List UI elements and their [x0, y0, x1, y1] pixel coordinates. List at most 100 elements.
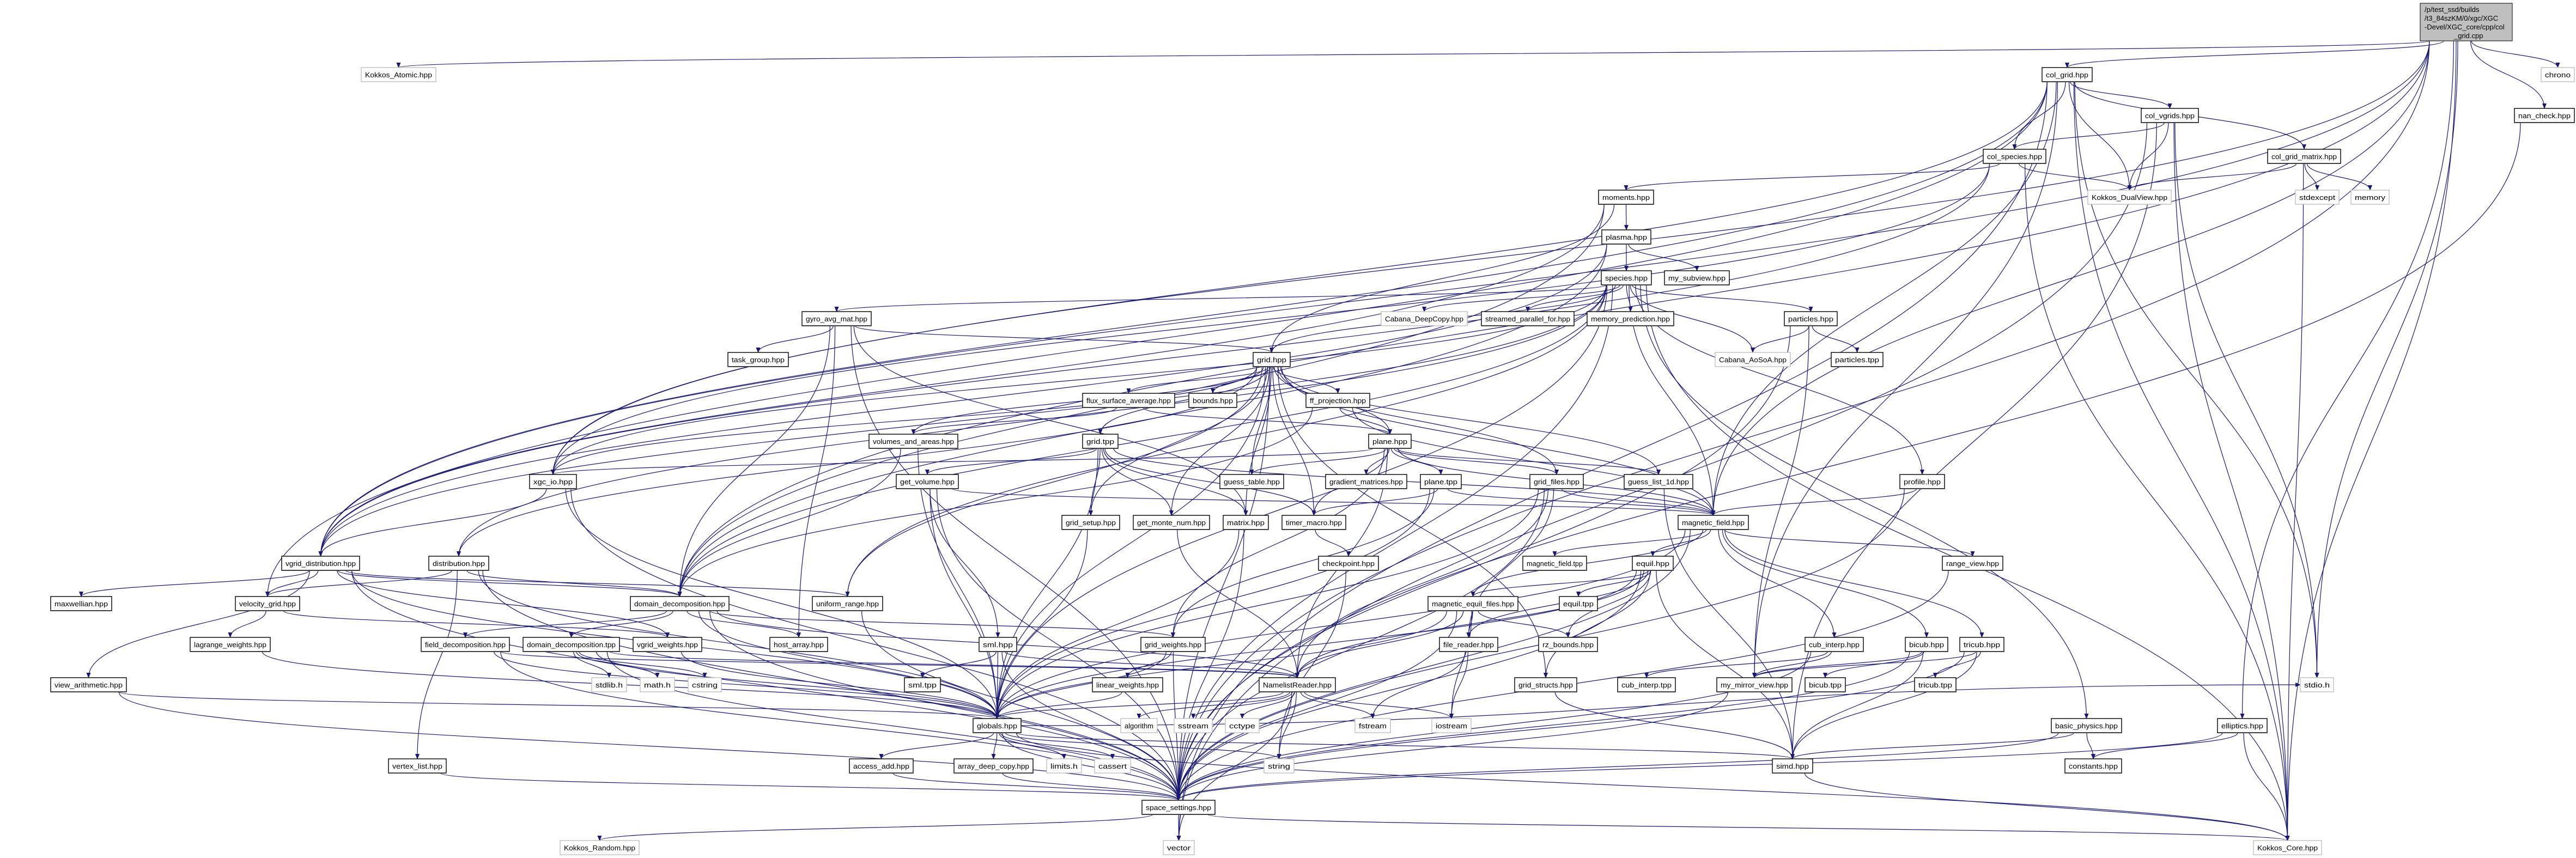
- node-gradient[interactable]: gradient_matrices.hpp: [1325, 474, 1407, 489]
- node-volumes[interactable]: volumes_and_areas.hpp: [868, 434, 958, 449]
- node-sml[interactable]: sml.hpp: [979, 637, 1017, 652]
- node-gridsetup[interactable]: grid_setup.hpp: [1061, 515, 1120, 530]
- node-equiltpp[interactable]: equil.tpp: [1559, 596, 1598, 611]
- edge-gyro-to-taskgroup: [756, 325, 834, 353]
- node-fielddec[interactable]: field_decomposition.hpp: [421, 637, 510, 652]
- node-krandom: Kokkos_Random.hpp: [560, 840, 640, 855]
- edge-gridfiles-to-magfield: [1561, 488, 1716, 516]
- node-nancheck[interactable]: nan_check.hpp: [2514, 108, 2575, 123]
- node-colgridmatrix[interactable]: col_grid_matrix.hpp: [2267, 149, 2341, 164]
- node-box: [1223, 515, 1269, 530]
- node-colgrid[interactable]: col_grid.hpp: [2042, 67, 2093, 82]
- node-arraydeep[interactable]: array_deep_copy.hpp: [953, 758, 1034, 774]
- node-grid[interactable]: grid.hpp: [1253, 352, 1291, 367]
- node-accessadd[interactable]: access_add.hpp: [849, 758, 914, 774]
- node-taskgroup[interactable]: task_group.hpp: [727, 352, 789, 367]
- node-mysubview[interactable]: my_subview.hpp: [1664, 270, 1730, 285]
- node-planetpp[interactable]: plane.tpp: [1420, 474, 1462, 489]
- node-rzbounds[interactable]: rz_bounds.hpp: [1538, 637, 1598, 652]
- node-box: [1354, 718, 1391, 733]
- node-tricubtpp[interactable]: tricub.tpp: [1914, 677, 1957, 692]
- node-xgcio[interactable]: xgc_io.hpp: [529, 474, 577, 489]
- node-bicub[interactable]: bicub.hpp: [1905, 637, 1948, 652]
- node-magfieldtpp[interactable]: magnetic_field.tpp: [1522, 556, 1587, 571]
- node-timer[interactable]: timer_macro.hpp: [1281, 515, 1346, 530]
- node-domdec[interactable]: domain_decomposition.hpp: [630, 596, 730, 611]
- node-namelist[interactable]: NamelistReader.hpp: [1259, 677, 1336, 692]
- node-root-file[interactable]: /p/test_ssd/builds /t3_84szKM/0/xgc/XGC …: [2420, 3, 2513, 41]
- node-profile[interactable]: profile.hpp: [1899, 474, 1945, 489]
- node-guesslist[interactable]: guess_list_1d.hpp: [1624, 474, 1693, 489]
- node-ffproj[interactable]: ff_projection.hpp: [1305, 393, 1370, 408]
- node-magfield[interactable]: magnetic_field.hpp: [1678, 515, 1749, 530]
- node-filereader[interactable]: file_reader.hpp: [1439, 637, 1498, 652]
- edge-distribution-to-domdec: [466, 570, 682, 597]
- node-plane[interactable]: plane.hpp: [1368, 434, 1412, 449]
- node-lagrange[interactable]: lagrange_weights.hpp: [190, 637, 271, 652]
- node-fsa[interactable]: flux_surface_average.hpp: [1082, 393, 1175, 408]
- node-domdectpp[interactable]: domain_decomposition.tpp: [523, 637, 620, 652]
- node-matrix[interactable]: matrix.hpp: [1223, 515, 1269, 530]
- node-velgrid[interactable]: velocity_grid.hpp: [235, 596, 300, 611]
- node-label: task_group.hpp: [732, 356, 785, 364]
- edge-sml-to-smltpp: [920, 651, 997, 678]
- node-gyro[interactable]: gyro_avg_mat.hpp: [801, 311, 872, 326]
- node-vgriddist[interactable]: vgrid_distribution.hpp: [281, 556, 360, 571]
- node-cubinterp[interactable]: cub_interp.hpp: [1805, 637, 1864, 652]
- node-constants[interactable]: constants.hpp: [2064, 758, 2122, 774]
- node-label: Kokkos_DualView.hpp: [2092, 193, 2167, 202]
- node-rangeview[interactable]: range_view.hpp: [1942, 556, 2003, 571]
- node-label: lagrange_weights.hpp: [194, 641, 266, 649]
- node-cubinterptpp[interactable]: cub_interp.tpp: [1617, 677, 1676, 692]
- node-uniform[interactable]: uniform_range.hpp: [812, 596, 883, 611]
- node-magequil[interactable]: magnetic_equil_files.hpp: [1427, 596, 1518, 611]
- node-particlestpp[interactable]: particles.tpp: [1831, 352, 1884, 367]
- node-distribution[interactable]: distribution.hpp: [428, 556, 489, 571]
- node-equil[interactable]: equil.hpp: [1632, 556, 1674, 571]
- node-getvolume[interactable]: get_volume.hpp: [896, 474, 959, 489]
- node-tricub[interactable]: tricub.hpp: [1959, 637, 2004, 652]
- node-checkpoint[interactable]: checkpoint.hpp: [1318, 556, 1379, 571]
- node-moments[interactable]: moments.hpp: [1598, 190, 1654, 205]
- node-plasma[interactable]: plasma.hpp: [1601, 229, 1651, 245]
- node-mirror[interactable]: my_mirror_view.hpp: [1716, 677, 1793, 692]
- node-dualview: Kokkos_DualView.hpp: [2087, 190, 2172, 205]
- node-gridtpp[interactable]: grid.tpp: [1082, 434, 1119, 449]
- node-montenum[interactable]: get_monte_num.hpp: [1133, 515, 1210, 530]
- node-colvgrids[interactable]: col_vgrids.hpp: [2141, 108, 2199, 123]
- node-streamed[interactable]: streamed_parallel_for.hpp: [1481, 311, 1575, 326]
- node-viewarith[interactable]: view_arithmetic.hpp: [50, 677, 127, 692]
- node-guesstable[interactable]: guess_table.hpp: [1219, 474, 1284, 489]
- node-gridweights[interactable]: grid_weights.hpp: [1140, 637, 1206, 652]
- node-elliptics[interactable]: elliptics.hpp: [2217, 718, 2268, 733]
- node-box: [1522, 556, 1587, 571]
- node-gridstructs[interactable]: grid_structs.hpp: [1514, 677, 1577, 692]
- node-hostarray[interactable]: host_array.hpp: [769, 637, 828, 652]
- node-label: limits.h: [1050, 762, 1078, 770]
- node-vgridweights[interactable]: vgrid_weights.hpp: [633, 637, 702, 652]
- node-label: constants.hpp: [2069, 762, 2118, 770]
- node-particles[interactable]: particles.hpp: [1784, 311, 1838, 326]
- node-basicphys[interactable]: basic_physics.hpp: [2051, 718, 2122, 733]
- node-colspecies[interactable]: col_species.hpp: [1983, 149, 2046, 164]
- node-simd[interactable]: simd.hpp: [1772, 758, 1813, 774]
- node-globals[interactable]: globals.hpp: [973, 718, 1022, 733]
- node-bounds[interactable]: bounds.hpp: [1188, 393, 1237, 408]
- node-linweights[interactable]: linear_weights.hpp: [1092, 677, 1163, 692]
- edge-colgrid-to-velgrid: [265, 81, 2048, 597]
- node-smltpp[interactable]: sml.tpp: [904, 677, 941, 692]
- node-species[interactable]: species.hpp: [1601, 270, 1652, 285]
- edge-magfield-to-tricub: [1724, 529, 1984, 638]
- node-memorypred[interactable]: memory_prediction.hpp: [1587, 311, 1674, 326]
- edge-species-to-deepcopy: [1422, 284, 1621, 312]
- node-bicubtpp[interactable]: bicub.tpp: [1805, 677, 1846, 692]
- node-spacesettings[interactable]: space_settings.hpp: [1141, 800, 1216, 815]
- node-box: [1716, 677, 1793, 692]
- node-label: stdexcept: [2299, 193, 2335, 202]
- node-gridfiles[interactable]: grid_files.hpp: [1529, 474, 1584, 489]
- node-vertexlist[interactable]: vertex_list.hpp: [388, 758, 447, 774]
- node-maxwellian[interactable]: maxwellian.hpp: [50, 596, 112, 611]
- edge-colspecies-to-vgriddist: [318, 163, 1990, 557]
- node-kcore: Kokkos_Core.hpp: [2253, 840, 2322, 855]
- edge-magfield-to-cubinterp: [1718, 529, 1837, 638]
